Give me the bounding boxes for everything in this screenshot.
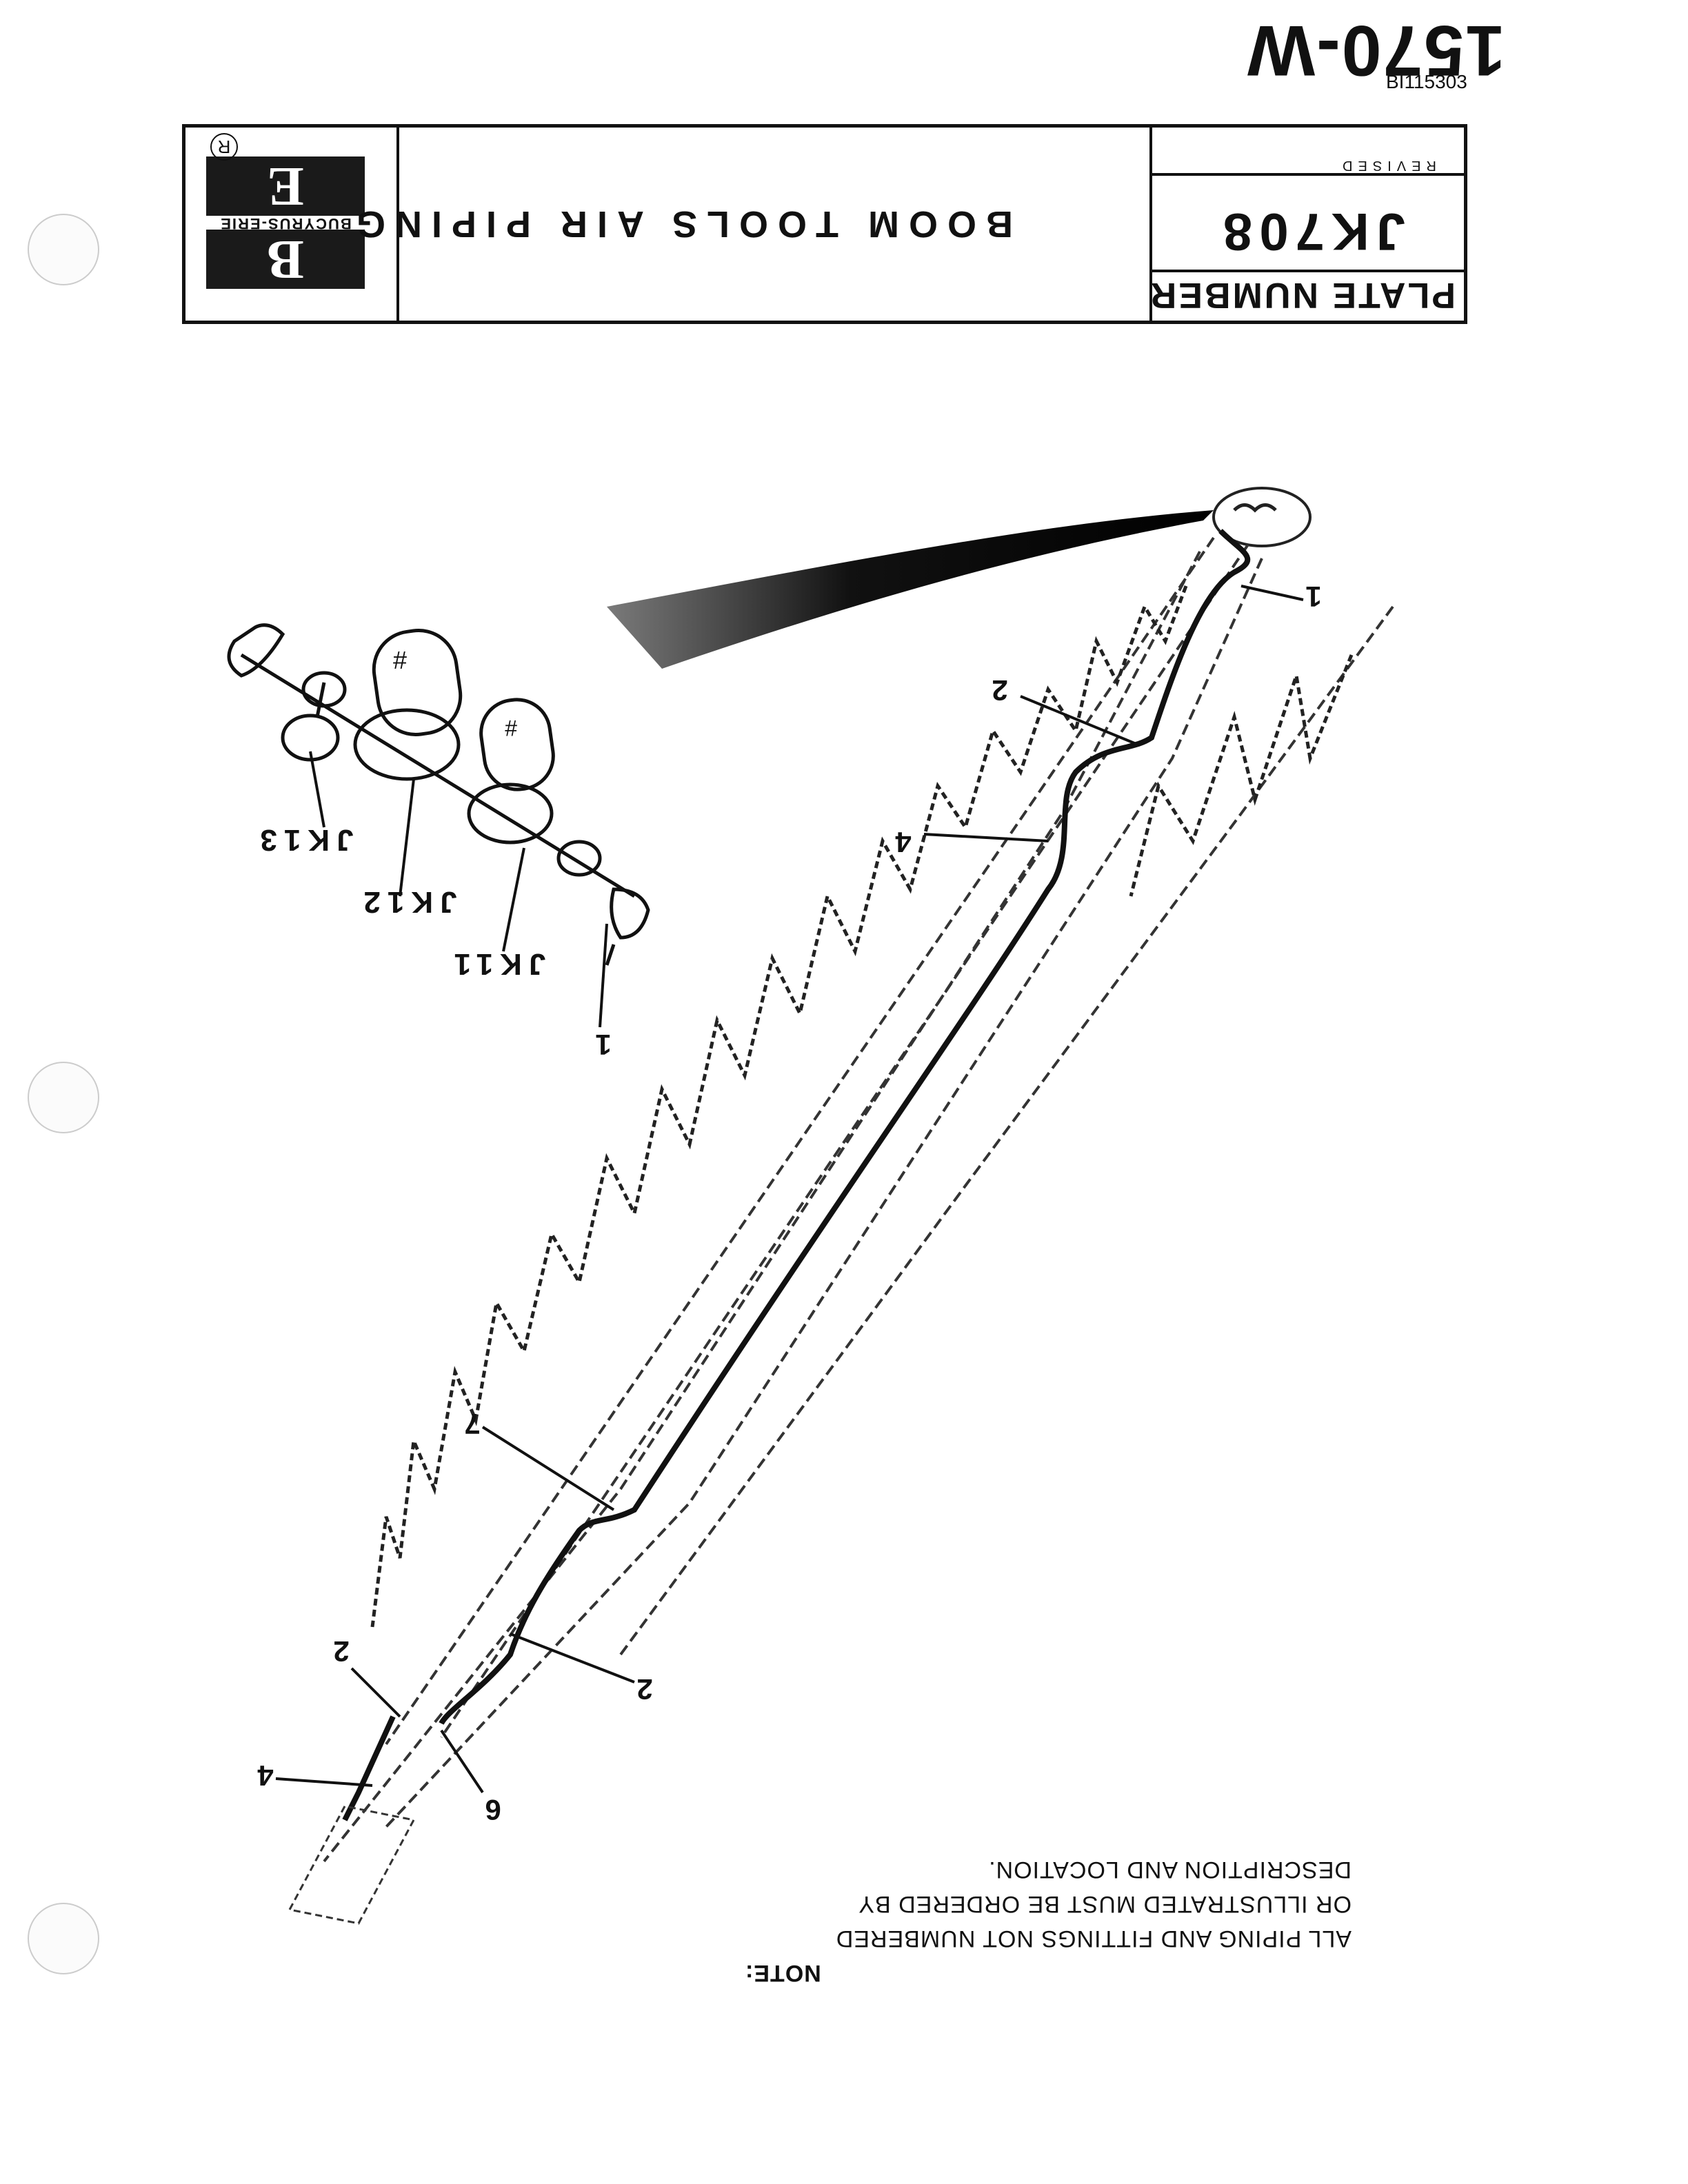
note-heading: NOTE: bbox=[745, 1960, 821, 1986]
jk11-filter-bowl bbox=[479, 698, 555, 791]
logo-letter-e: E bbox=[267, 156, 304, 216]
air-pipe-bottom bbox=[342, 1715, 396, 1821]
jk13-gauge-stem bbox=[315, 682, 326, 718]
leader-jk12 bbox=[399, 778, 415, 897]
document-number: 1570-W bbox=[1245, 10, 1506, 90]
plate-number: JK708 bbox=[1216, 202, 1405, 261]
boom-drawing: # # 1 2 4 7 2 2 4 6 1 JK11 JK12 JK13 bbox=[0, 331, 1688, 2020]
callout-2-bottom: 2 bbox=[333, 1635, 350, 1668]
image-id: BI115303 bbox=[1386, 71, 1467, 92]
detail-ellipse bbox=[1212, 487, 1312, 547]
jk12-hash-mark: # bbox=[393, 646, 407, 674]
plate-number-cell: REVISED JK708 PLATE NUMBER bbox=[1149, 128, 1464, 321]
filter-assembly bbox=[227, 623, 650, 966]
part-label-jk13: JK13 bbox=[253, 823, 354, 857]
leader-c1-assembly bbox=[599, 923, 608, 1028]
assembly-valve-lower bbox=[556, 840, 602, 877]
leader-jk11 bbox=[502, 847, 525, 952]
leader-c6 bbox=[440, 1729, 484, 1794]
boom-chord-upper-left bbox=[385, 536, 1215, 1746]
punch-hole-top bbox=[28, 214, 99, 285]
boom-foot bbox=[288, 1805, 416, 1925]
plate-number-label: PLATE NUMBER bbox=[1148, 275, 1456, 315]
jk11-filter-body bbox=[467, 782, 554, 845]
assembly-elbow-bottom bbox=[610, 887, 650, 940]
callout-6: 6 bbox=[485, 1794, 501, 1826]
leader-c7 bbox=[481, 1426, 615, 1511]
assembly-pipe-outlet bbox=[605, 944, 616, 966]
logo-cell: E BUCYRUS-ERIE B R bbox=[185, 128, 399, 321]
callout-4-bottom: 4 bbox=[257, 1759, 274, 1792]
lattice-web bbox=[370, 585, 1188, 1628]
note-line-1: ALL PIPING AND FITTINGS NOT NUMBERED bbox=[835, 1925, 1352, 1952]
jk12-filter-bowl bbox=[372, 628, 463, 737]
note-line-2: OR ILLUSTRATED MUST BE ORDERED BY bbox=[858, 1891, 1352, 1917]
assembly-elbow-top bbox=[227, 623, 285, 678]
assembly-pipe bbox=[240, 653, 636, 898]
leader-jk13 bbox=[309, 751, 325, 828]
air-pipe bbox=[439, 529, 1251, 1726]
leader-c2-low bbox=[510, 1632, 635, 1684]
callout-2-top: 2 bbox=[992, 674, 1008, 707]
registered-mark: R bbox=[210, 133, 238, 161]
logo-box-e: E bbox=[206, 156, 365, 216]
lattice-web-secondary bbox=[1129, 654, 1354, 897]
boom-chord-lower-right bbox=[385, 558, 1263, 1828]
callout-2-low: 2 bbox=[636, 1673, 653, 1706]
callout-1-assembly: 1 bbox=[595, 1029, 612, 1061]
callout-7: 7 bbox=[464, 1408, 481, 1440]
logo-letter-b: B bbox=[267, 229, 304, 290]
part-label-jk11: JK11 bbox=[447, 947, 546, 981]
revised-divider bbox=[1152, 173, 1464, 176]
boom-illustration: # # bbox=[227, 487, 1394, 1925]
leader-c4-mid bbox=[923, 833, 1049, 842]
assembly-valve-upper bbox=[301, 671, 347, 708]
revised-label: REVISED bbox=[1337, 158, 1436, 173]
boom-chord-lower-left bbox=[323, 551, 1201, 1863]
jk11-hash-mark: # bbox=[505, 716, 517, 740]
leader-c2-bottom bbox=[350, 1667, 401, 1718]
plate-title: BOOM TOOLS AIR PIPING bbox=[346, 203, 1013, 245]
pointer-arrow bbox=[607, 510, 1214, 669]
leader-c1-top bbox=[1240, 585, 1304, 601]
part-label-jk12: JK12 bbox=[356, 885, 457, 919]
title-block: E BUCYRUS-ERIE B R BOOM TOOLS AIR PIPING… bbox=[182, 124, 1467, 324]
label-divider bbox=[1152, 270, 1464, 272]
note-block: DESCRIPTION AND LOCATION. OR ILLUSTRATED… bbox=[745, 1854, 1352, 2027]
leader-c2-top bbox=[1020, 695, 1138, 746]
jk13-gauge bbox=[281, 714, 340, 762]
jk12-filter-body bbox=[353, 708, 461, 781]
callout-4-mid: 4 bbox=[895, 826, 912, 858]
logo-box-b: B bbox=[206, 229, 365, 290]
callout-1-top: 1 bbox=[1305, 580, 1322, 613]
tip-fittings bbox=[1233, 503, 1277, 513]
leader-c4-bottom bbox=[275, 1777, 373, 1787]
punch-hole-middle bbox=[28, 1062, 99, 1133]
note-line-3: DESCRIPTION AND LOCATION. bbox=[988, 1857, 1352, 1883]
punch-hole-bottom bbox=[28, 1903, 99, 1974]
boom-chord-side bbox=[619, 605, 1394, 1656]
